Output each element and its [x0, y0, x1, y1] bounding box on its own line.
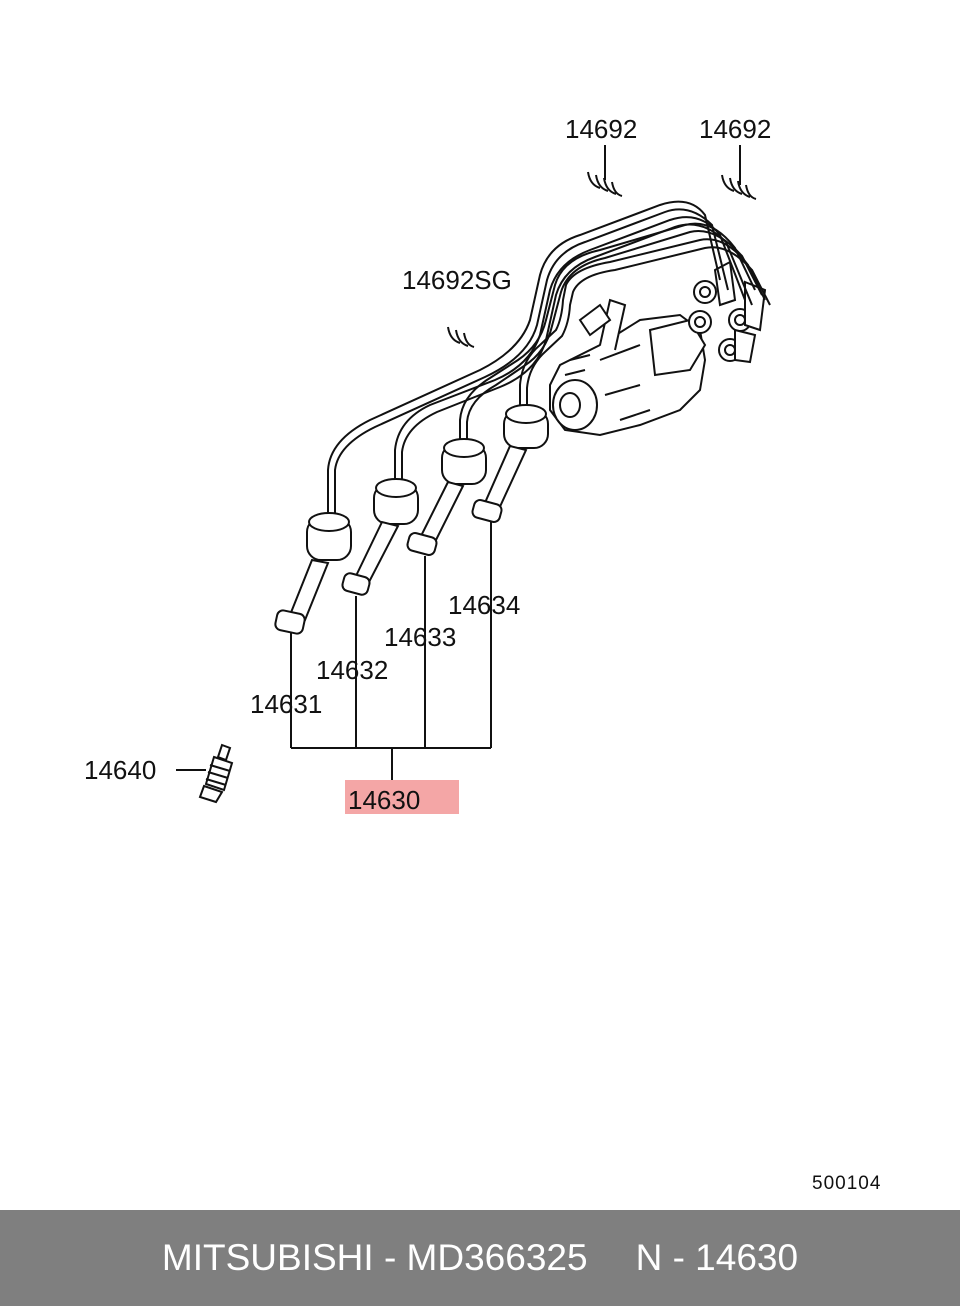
plug-boot-4	[471, 404, 549, 523]
footer-bar: MITSUBISHI - MD366325 N - 14630	[0, 1210, 960, 1306]
parts-diagram: 14692 14692 14692SG 14634 14633 14632 14…	[84, 114, 881, 1194]
label-cable-set: 14630	[348, 785, 420, 815]
label-clip-a: 14692	[565, 114, 637, 144]
plug-boot-1	[274, 512, 352, 635]
distributor	[549, 260, 767, 437]
cable-set-highlight	[345, 780, 459, 814]
leader-lines	[176, 522, 492, 780]
wire-clip-a	[587, 145, 623, 197]
wire-clip-b	[721, 145, 757, 200]
label-spark-plug: 14640	[84, 755, 156, 785]
wire-clip-sg	[447, 326, 475, 348]
ignition-wires	[327, 200, 771, 515]
label-cable-2: 14632	[316, 655, 388, 685]
spark-plug	[198, 743, 234, 804]
diagram-code: 500104	[812, 1173, 881, 1194]
plug-boot-2	[341, 478, 419, 596]
label-cable-3: 14633	[384, 622, 456, 652]
label-cable-4: 14634	[448, 590, 520, 620]
plug-boot-3	[406, 438, 487, 556]
label-cable-1: 14631	[250, 689, 322, 719]
label-clip-sg: 14692SG	[402, 265, 512, 295]
footer-ref: N - 14630	[635, 1237, 799, 1278]
footer-brand-part: MITSUBISHI - MD366325	[161, 1237, 588, 1278]
label-clip-b: 14692	[699, 114, 771, 144]
